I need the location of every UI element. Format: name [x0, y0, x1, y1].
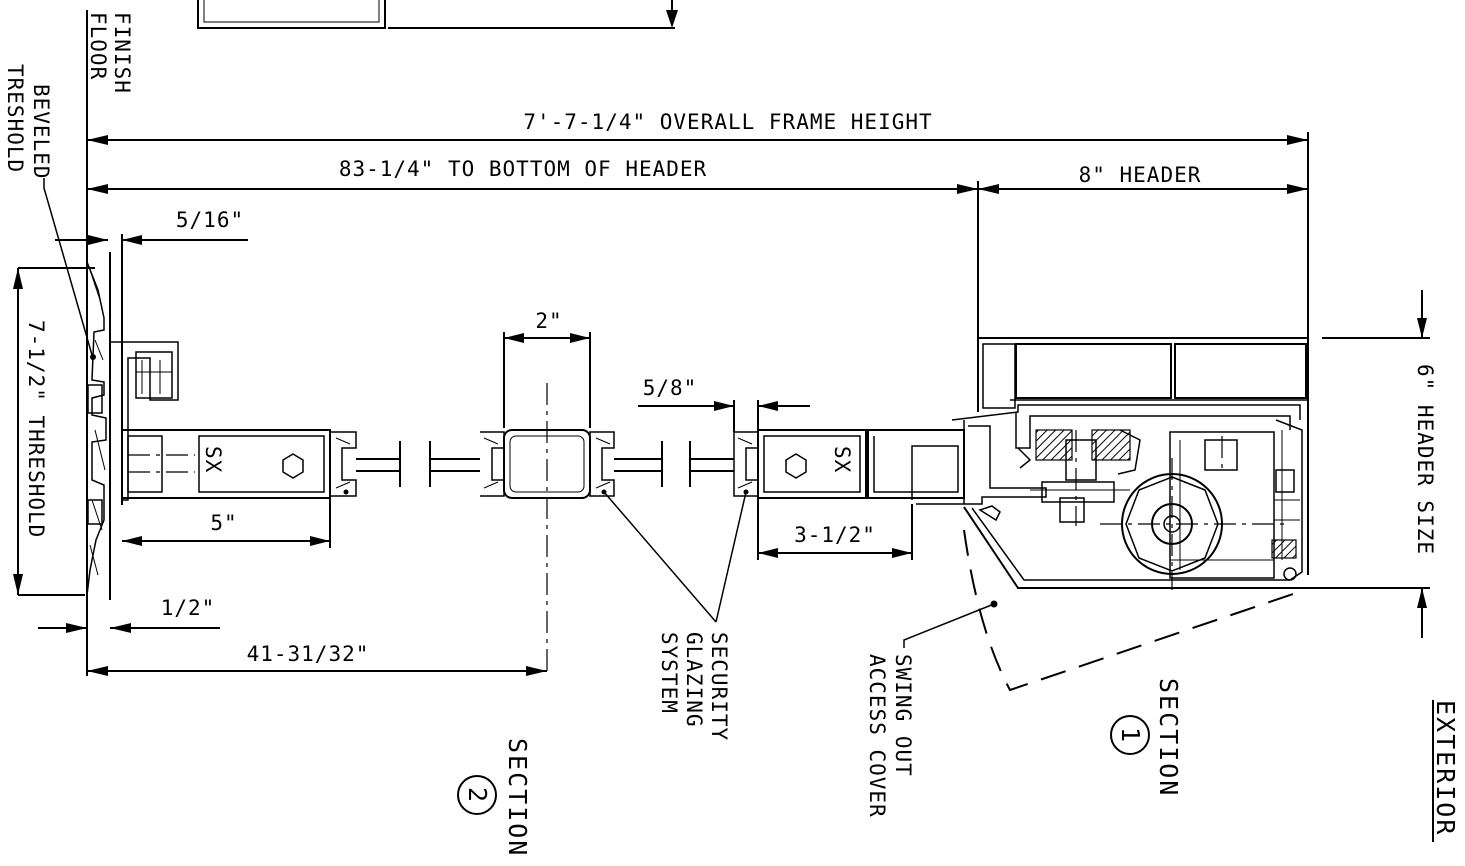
threshold-dim-label: 7-1/2" THRESHOLD	[24, 320, 48, 538]
header-dimension: 8" HEADER	[978, 163, 1308, 194]
exterior-marker: EXTERIOR	[1431, 700, 1460, 842]
sx-right-label: SX	[830, 446, 854, 473]
dim-3-1-2: 3-1/2"	[757, 498, 913, 560]
header-assembly	[916, 337, 1309, 590]
dim-2: 2"	[503, 309, 591, 428]
section-2-number: 2	[463, 787, 492, 804]
access-cover-label: ACCESS COVER	[865, 654, 889, 818]
security-label: SECURITY	[707, 632, 731, 741]
header-size-dimension: 6" HEADER SIZE	[1296, 290, 1437, 638]
dim-5-8-label: 5/8"	[643, 376, 698, 400]
glazing-label: GLAZING	[682, 632, 706, 728]
glass-lites	[356, 441, 734, 487]
center-mullion	[480, 383, 615, 676]
bottom-header-label: 83-1/4" TO BOTTOM OF HEADER	[339, 157, 707, 181]
overall-height-dimension: 7'-7-1/4" OVERALL FRAME HEIGHT	[87, 110, 1309, 338]
left-stile: SX	[121, 429, 357, 499]
dim-5-8: 5/8"	[638, 376, 810, 432]
header-label: 8" HEADER	[1079, 163, 1202, 187]
top-partial-frame	[197, 0, 678, 29]
finish-floor-line: FINISH FLOOR	[86, 10, 134, 676]
bottom-header-dimension: 83-1/4" TO BOTTOM OF HEADER	[87, 157, 979, 338]
beveled-label: BEVELED	[29, 84, 53, 180]
exterior-label: EXTERIOR	[1431, 700, 1460, 836]
dim-41-label: 41-31/32"	[247, 642, 370, 666]
access-cover	[963, 505, 1297, 692]
threshold-dimension: 7-1/2" THRESHOLD	[13, 267, 95, 596]
threshold-spelling-label: TRESHOLD	[3, 64, 27, 173]
section-1-word: SECTION	[1154, 678, 1183, 797]
section-2-word: SECTION	[503, 738, 532, 857]
dim-5: 5"	[122, 498, 331, 548]
section-2-marker: SECTION 2	[457, 738, 532, 857]
dim-41-31-32: 41-31/32"	[87, 642, 547, 676]
section-1-marker: SECTION 1	[1110, 678, 1183, 797]
header-size-label: 6" HEADER SIZE	[1413, 364, 1437, 555]
system-label: SYSTEM	[657, 632, 681, 714]
dim-3-1-2-label: 3-1/2"	[794, 523, 876, 547]
floor-label: FLOOR	[86, 12, 110, 80]
dim-5-label: 5"	[210, 511, 237, 535]
finish-label: FINISH	[110, 12, 134, 94]
dim-2-label: 2"	[535, 309, 562, 333]
dim-1-2: 1/2"	[38, 596, 220, 633]
dim-1-2-label: 1/2"	[161, 596, 216, 620]
dim-5-16: 5/16"	[55, 208, 248, 505]
sx-left-label: SX	[201, 446, 225, 473]
section-1-number: 1	[1116, 727, 1145, 744]
overall-height-label: 7'-7-1/4" OVERALL FRAME HEIGHT	[523, 110, 932, 134]
beveled-threshold-callout: BEVELED TRESHOLD	[3, 64, 96, 360]
swing-out-callout: SWING OUT ACCESS COVER	[865, 600, 998, 818]
threshold-profile	[86, 252, 179, 600]
swing-out-label: SWING OUT	[891, 654, 915, 777]
dim-5-16-label: 5/16"	[176, 208, 244, 232]
right-stile: SX	[733, 429, 965, 500]
security-glazing-callout: SECURITY GLAZING SYSTEM	[603, 491, 747, 741]
